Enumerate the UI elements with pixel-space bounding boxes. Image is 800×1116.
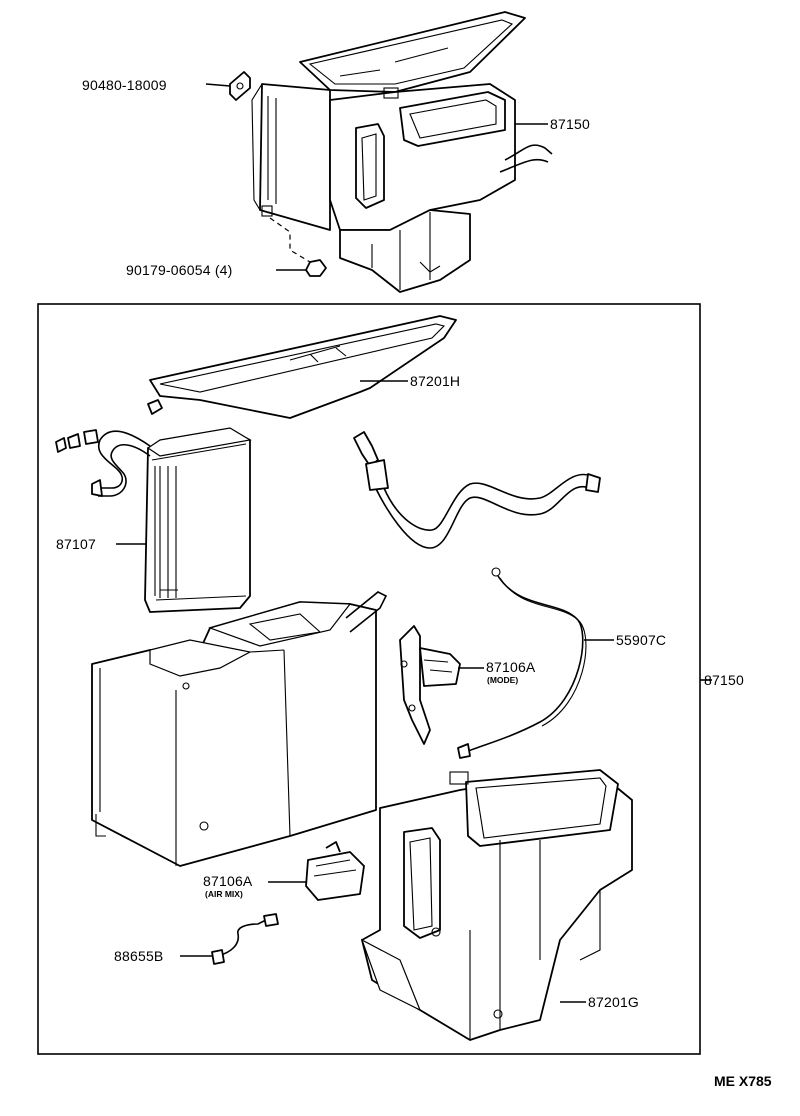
hose-part (353, 431, 601, 549)
blower-duct-part (149, 315, 457, 419)
top-heater-assembly (251, 11, 553, 293)
clips-part (55, 399, 163, 453)
airmix-servo-part (305, 841, 365, 901)
exploded-view-frame (37, 303, 701, 1055)
label-cable: 55907C (616, 632, 666, 648)
diagram-code: ME X785 (714, 1073, 772, 1089)
label-servo-mode-sub: (MODE) (487, 675, 518, 685)
mode-servo-part (399, 625, 461, 745)
label-servo-mode: 87106A (486, 659, 536, 675)
label-sensor: 88655B (114, 948, 163, 964)
label-servo-airmix: 87106A (203, 873, 253, 889)
gasket-part (229, 71, 251, 101)
label-blower-top: 87201H (410, 373, 460, 389)
label-servo-airmix-sub: (AIR MIX) (205, 889, 243, 899)
sensor-part (211, 913, 279, 965)
label-assembly-right: 87150 (704, 672, 744, 688)
label-top-gasket: 90480-18009 (82, 77, 167, 93)
label-top-assembly: 87150 (550, 116, 590, 132)
label-top-nut: 90179-06054 (4) (126, 262, 233, 278)
lower-case-part (360, 769, 633, 1041)
heater-case-part (91, 591, 388, 867)
control-cable-part (457, 567, 587, 759)
heater-core-part (91, 427, 252, 613)
label-lower-case: 87201G (588, 994, 639, 1010)
label-radiator: 87107 (56, 536, 96, 552)
